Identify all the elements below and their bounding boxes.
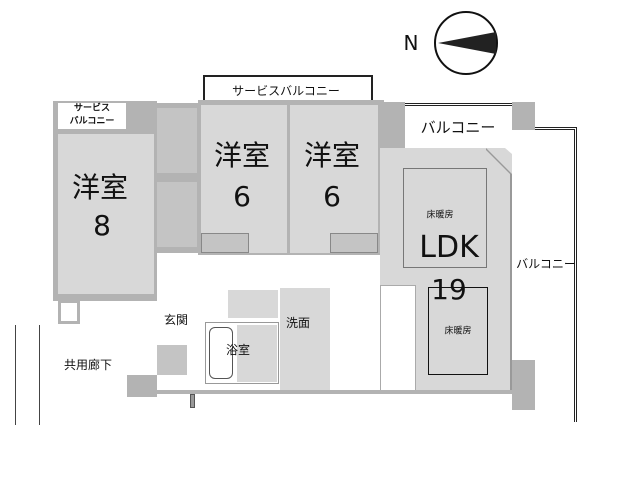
room-western-6a <box>201 105 287 253</box>
shoe-storage <box>157 345 187 375</box>
room-bathroom-label: 浴室 <box>225 343 251 357</box>
balcony-rail <box>405 103 512 106</box>
floor-heating-area <box>428 287 488 375</box>
room-western-6b <box>290 105 378 253</box>
service-balcony-top <box>203 75 373 105</box>
bathtub <box>209 327 233 379</box>
room-western-6a-size: 6 <box>233 180 251 213</box>
pillar <box>379 102 405 150</box>
closet <box>157 108 197 173</box>
meter-box <box>58 300 80 324</box>
floor-heating-label: 床暖房 <box>444 326 472 337</box>
kitchen-counter <box>380 285 416 392</box>
compass-icon <box>434 11 498 75</box>
toilet <box>228 290 278 318</box>
room-washroom-label: 洗面 <box>285 316 311 330</box>
room-western-8-size: 8 <box>93 209 111 242</box>
room-western-8-name: 洋室 <box>71 171 129 204</box>
room-western-6b-name: 洋室 <box>303 139 361 172</box>
room-western-6b-size: 6 <box>323 180 341 213</box>
balcony-top-right-label: バルコニー <box>420 118 496 137</box>
hallway <box>157 255 379 295</box>
compass-north-label: N <box>403 31 419 55</box>
pipe <box>190 394 195 408</box>
balcony-rail <box>535 127 577 422</box>
wall <box>155 390 515 394</box>
pillar <box>127 375 157 397</box>
room-entrance-label: 玄関 <box>163 313 189 327</box>
service-balcony-small <box>58 103 126 129</box>
balcony-right-label: バルコニー <box>516 257 576 271</box>
closet <box>330 233 378 253</box>
service-balcony-small-label-2: バルコニー <box>69 116 115 127</box>
service-balcony-top-label: サービスバルコニー <box>232 84 340 98</box>
room-ldk-name: LDK <box>419 230 479 265</box>
stairs <box>15 325 40 425</box>
floor-heating-area <box>403 168 487 268</box>
closet <box>157 182 197 247</box>
pillar <box>512 102 535 130</box>
room-ldk-size: 19 <box>431 273 467 306</box>
pillar <box>512 360 535 410</box>
closet <box>201 233 249 253</box>
service-balcony-small-label-1: サービス <box>73 103 111 114</box>
common-corridor-label: 共用廊下 <box>63 358 113 372</box>
room-western-8 <box>58 134 154 294</box>
floor-heating-label: 床暖房 <box>426 210 454 221</box>
room-western-6a-name: 洋室 <box>213 139 271 172</box>
bath-floor <box>237 325 277 382</box>
room-washroom <box>280 288 330 392</box>
